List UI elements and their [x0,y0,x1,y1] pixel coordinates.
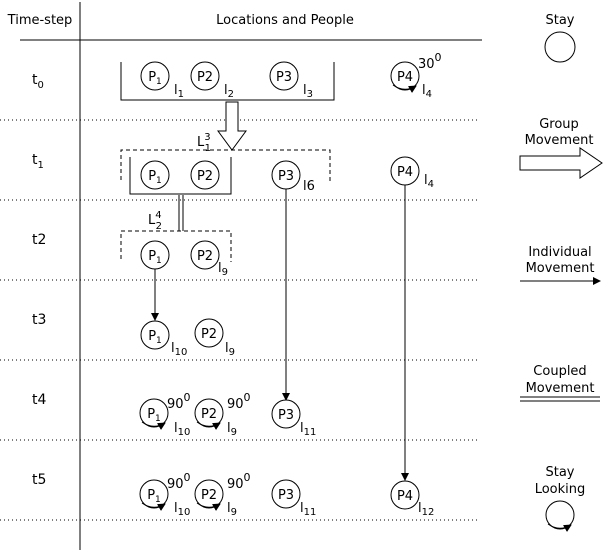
location-l3: l3 [303,83,313,100]
person-p4-label: P4 [397,489,413,504]
person-p4-label: P4 [397,165,413,180]
person-p3 [269,61,299,91]
location-l10: l10 [174,501,190,518]
group-movement-arrow-icon [217,101,247,151]
location-l11: l11 [300,421,316,438]
looking-arrow-icon [196,502,221,511]
person-p2 [194,318,224,348]
legend-group-label-2: Movement [525,133,594,148]
location-l9: l9 [227,421,237,438]
person-p2 [194,479,224,509]
angle-90: 900 [167,471,191,492]
legend-stay-looking-label-2: Looking [535,482,586,497]
location-group-bracket [129,157,232,195]
looking-arrow-icon [141,502,166,511]
location-dashed-area [120,230,232,262]
person-p2 [190,160,220,190]
legend-coupled-label-1: Coupled [533,364,586,379]
person-p2-label: P2 [201,407,217,422]
location-l6: l6 [303,179,315,194]
legend-individual-label-2: Movement [526,261,595,276]
person-p2 [190,61,220,91]
legend-individual-label-1: Individual [528,245,591,260]
person-p2 [190,240,220,270]
location-l9: l9 [227,501,237,518]
legend-stay-looking-icon [545,500,575,530]
location-l10: l10 [174,421,190,438]
person-p3 [271,399,301,429]
person-p3-label: P3 [278,408,294,423]
location-l1: l1 [174,83,184,100]
person-p2-label: P2 [201,327,217,342]
person-p3 [271,479,301,509]
timestep-t1: t1 [32,152,44,171]
legend-coupled-label-2: Movement [526,381,595,396]
person-p1-label: P1 [148,249,162,266]
person-p3-label: P3 [278,488,294,503]
person-p1-label: P1 [148,329,162,346]
person-p2-label: P2 [201,488,217,503]
location-l11: l11 [300,501,316,518]
locations-header: Locations and People [216,13,354,28]
person-p1 [139,398,169,428]
person-p2 [194,398,224,428]
location-l10: l10 [171,341,187,358]
looking-arrow-icon [196,421,221,430]
location-dashed-area [120,149,331,182]
location-l4: l4 [424,173,434,190]
angle-30: 300 [418,51,442,72]
person-p3-label: P3 [276,70,292,85]
timestep-t0: t0 [32,72,44,91]
person-p1 [140,160,170,190]
person-p1 [140,320,170,350]
legend-stay-label: Stay [545,13,574,28]
location-group-bracket [120,62,335,101]
person-p1-label: P1 [148,70,162,87]
person-p2-label: P2 [197,249,213,264]
legend-stay-looking-label-1: Stay [545,465,574,480]
timestep-t5: t5 [32,472,46,488]
person-p3-label: P3 [278,169,294,184]
timestep-header: Time-step [7,13,73,28]
timestep-t4: t4 [32,392,46,408]
location-l4: l4 [422,83,432,100]
person-p4 [390,61,420,91]
legend-group-label-1: Group [539,117,579,132]
angle-90: 900 [227,471,251,492]
person-p1-label: P1 [147,407,161,424]
legend-group-movement-arrow-icon [519,147,603,179]
looking-arrow-icon [141,421,166,430]
person-p2-label: P2 [197,70,213,85]
location-l12: l12 [418,501,434,518]
person-p1 [140,61,170,91]
person-p4-label: P4 [397,70,413,85]
person-p1-label: P1 [148,169,162,186]
angle-90: 900 [167,391,191,412]
person-p2-label: P2 [197,169,213,184]
looking-arrow-icon [547,523,572,532]
person-p1 [139,479,169,509]
location-l2: l2 [224,83,234,100]
person-p1-label: P1 [147,488,161,505]
legend-stay-icon [544,31,576,63]
timestep-t3: t3 [32,312,46,328]
location-l9: l9 [225,341,235,358]
location-l9: l9 [218,261,228,278]
person-p4 [390,480,420,510]
looking-arrow-icon [392,84,417,93]
angle-90: 900 [227,391,251,412]
timestep-t2: t2 [32,232,46,248]
